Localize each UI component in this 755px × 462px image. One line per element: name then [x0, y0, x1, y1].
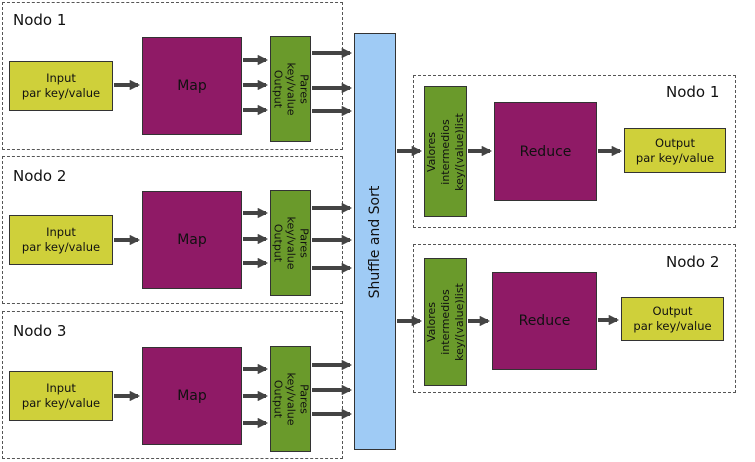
map-node-3-map-label: Map — [177, 388, 207, 404]
reduce-node-1-reduce-box: Reduce — [494, 102, 597, 201]
reduce-node-1-reduce-label: Reduce — [519, 143, 572, 160]
reduce-node-1-output-box: Output par key/value — [624, 128, 726, 173]
reduce-node-2-output-label: Output par key/value — [633, 304, 712, 333]
map-node-1-pairs-box: Pares key/value Output — [270, 36, 311, 142]
map-node-2-map-label: Map — [177, 232, 207, 248]
reduce-node-2-reduce-box: Reduce — [492, 272, 597, 370]
map-node-1-title: Nodo 1 — [13, 11, 67, 29]
map-node-1-input-box: Input par key/value — [9, 61, 113, 111]
reduce-node-1-title: Nodo 1 — [666, 83, 720, 101]
reduce-node-2-title: Nodo 2 — [666, 253, 720, 271]
map-node-2-input-box: Input par key/value — [9, 215, 113, 265]
map-node-3-input-box: Input par key/value — [9, 371, 113, 421]
map-node-2-pairs-box: Pares key/value Output — [270, 190, 311, 296]
shuffle-sort-box: Shuffle and Sort — [354, 33, 396, 450]
map-node-3-title: Nodo 3 — [13, 322, 67, 340]
map-node-3-map-box: Map — [142, 347, 242, 445]
map-node-1-input-label: Input par key/value — [21, 71, 101, 100]
map-node-1-map-box: Map — [142, 37, 242, 135]
map-node-2-input-label: Input par key/value — [21, 225, 101, 254]
map-node-1 — [2, 2, 343, 150]
reduce-node-2-intermediate-box: Valores intermedios key/(value)list — [424, 258, 467, 386]
reduce-node-2-reduce-label: Reduce — [518, 313, 571, 329]
reduce-node-1-intermediate-box: Valores intermedios key/(value)list — [424, 86, 467, 217]
map-node-2 — [2, 156, 343, 304]
map-node-2-title: Nodo 2 — [13, 167, 67, 185]
reduce-node-1-output-label: Output par key/value — [635, 135, 715, 165]
map-node-3-input-label: Input par key/value — [21, 381, 101, 410]
map-node-2-map-box: Map — [142, 191, 242, 289]
map-node-3-pairs-box: Pares key/value Output — [270, 346, 311, 452]
map-node-1-map-label: Map — [177, 78, 207, 94]
reduce-node-2-output-box: Output par key/value — [621, 297, 724, 341]
